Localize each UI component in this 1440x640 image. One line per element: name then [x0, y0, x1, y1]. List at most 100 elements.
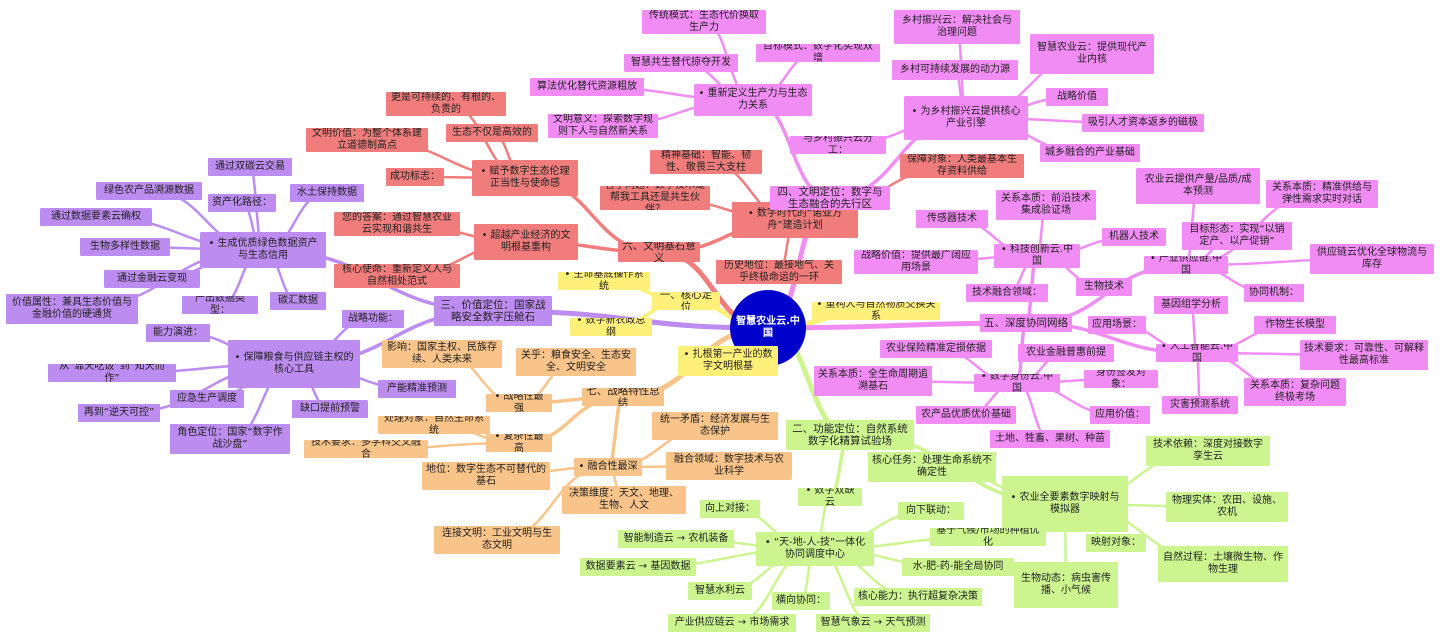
mindmap-node-m6a4[interactable]: 成功标志：	[386, 168, 444, 186]
mindmap-node-m4b6[interactable]: 城乡融合的产业基础	[1040, 144, 1140, 162]
mindmap-node-m2[interactable]: 二、功能定位：自然系统数字化精算试验场	[786, 420, 914, 450]
mindmap-node-m5a[interactable]: • 科技创新云.中国	[994, 244, 1080, 268]
mindmap-node-m4[interactable]: 四、文明定位：数字与生态融合的先行区	[770, 186, 890, 210]
mindmap-node-m5a4[interactable]: 战略价值：提供最广阔应用场景	[854, 250, 978, 274]
mindmap-node-m3a6[interactable]: 生物多样性数据	[80, 238, 170, 256]
mindmap-node-m4b2[interactable]: 智慧农业云：提供现代产业内核	[1030, 34, 1154, 74]
mindmap-node-m4a1[interactable]: 传统模式：生态代价换取生产力	[642, 10, 766, 34]
mindmap-node-m5a3[interactable]: 机器人技术	[1102, 228, 1166, 246]
mindmap-node-m5b4[interactable]: 供应链云优化全球物流与库存	[1310, 244, 1434, 274]
mindmap-node-m2c10[interactable]: 产业供应链云 → 市场需求	[668, 614, 796, 632]
mindmap-node-m5d6[interactable]: 应用价值：	[1090, 406, 1150, 424]
mindmap-node-m5d1[interactable]: 农业保险精准定损依据	[880, 340, 992, 358]
mindmap-node-m3b[interactable]: • 保障粮食与供应链主权的核心工具	[228, 340, 360, 388]
mindmap-node-m7b[interactable]: • 复杂性最高	[486, 434, 552, 452]
mindmap-node-c1c[interactable]: • 重构人与自然物质交换关系	[812, 302, 940, 320]
mindmap-node-m6c2[interactable]: 精神基础：智能、韧性、敬畏三大支柱	[650, 150, 762, 174]
mindmap-node-m3a5[interactable]: 通过数据要素云确权	[40, 208, 152, 226]
mindmap-node-m5a1[interactable]: 传感器技术	[916, 210, 988, 228]
mindmap-node-m6a3[interactable]: 文明价值：为整个体系建立道德制高点	[306, 128, 428, 152]
mindmap-node-m3b7[interactable]: 缺口提前预警	[292, 400, 368, 418]
mindmap-node-m6c1[interactable]: 哲学问题：数字技术是帮我工具还是共生伙伴？	[600, 186, 710, 210]
mindmap-node-m3a3[interactable]: 资产化路径：	[208, 194, 276, 212]
mindmap-node-m7c3[interactable]: 融合领域：数字技术与农业科学	[666, 452, 792, 480]
mindmap-node-m3a10[interactable]: 碳汇数据	[270, 292, 326, 310]
mindmap-node-m3b1[interactable]: 战略功能：	[342, 310, 404, 328]
mindmap-node-m3a7[interactable]: 通过金融云变现	[104, 270, 200, 288]
mindmap-node-m5c[interactable]: • 人工智能云.中国	[1156, 344, 1238, 362]
mindmap-node-m7[interactable]: 七、战略特性总结	[582, 388, 664, 406]
mindmap-node-m2c5[interactable]: 数据要素云 → 基因数据	[580, 558, 696, 576]
mindmap-node-m2c11[interactable]: 智慧气象云 → 天气预测	[816, 614, 930, 632]
mindmap-node-m7a2[interactable]: 关乎：粮食安全、生态安全、文明安全	[516, 348, 636, 376]
mindmap-node-m5d[interactable]: • 数字身份云.中国	[974, 374, 1060, 392]
mindmap-node-m6c3[interactable]: 历史地位：最接地气、关乎终极命运的一环	[716, 260, 842, 284]
mindmap-node-m6b2[interactable]: 核心使命：重新定义人与自然相处范式	[334, 264, 460, 288]
mindmap-node-m2c9[interactable]: 核心能力：执行超复杂决策	[854, 588, 982, 606]
mindmap-node-m2c2[interactable]: 向下联动：	[898, 502, 964, 520]
mindmap-node-m2b5[interactable]: 自然过程：土壤微生物、作物生理	[1158, 546, 1288, 582]
mindmap-node-m2c3[interactable]: 智能制造云 → 农机装备	[618, 530, 734, 548]
mindmap-node-m2c[interactable]: • “天-地-人-技”一体化协同调度中心	[756, 532, 874, 566]
mindmap-node-m4b4[interactable]: 战略价值	[1046, 88, 1108, 106]
mindmap-node-m6[interactable]: 六、文明基石意义	[618, 242, 700, 262]
mindmap-node-m5d2[interactable]: 农业金融普惠前提	[1018, 344, 1114, 362]
mindmap-node-m4a4[interactable]: 算法优化替代资源粗放	[530, 78, 644, 96]
mindmap-node-m2b6[interactable]: 生物动态：病虫害传播、小气候	[1014, 562, 1118, 608]
mindmap-node-m3b4[interactable]: 产能精准预测	[378, 380, 456, 398]
mindmap-node-m5d3[interactable]: 关系本质：全生命周期追溯基石	[814, 366, 932, 396]
mindmap-node-m4b3[interactable]: 乡村可持续发展的动力源	[892, 60, 1018, 80]
mindmap-node-m2b1[interactable]: 核心任务：处理生命系统不确定性	[868, 452, 996, 482]
mindmap-node-m7a[interactable]: • 战略性最强	[486, 394, 552, 412]
mindmap-node-m3b3[interactable]: 从“靠天吃饭”到“知天而作”	[48, 364, 176, 382]
mindmap-node-m3[interactable]: 三、价值定位：国家战略安全数字压舱石	[434, 296, 552, 326]
mindmap-node-m4b7[interactable]: 与乡村振兴云分工：	[790, 136, 886, 154]
mindmap-node-m5b3[interactable]: 目标形态：实现“以销定产、以产促销”	[1182, 222, 1292, 250]
mindmap-node-m4a5[interactable]: 文明意义：探索数字规则下人与自然新关系	[548, 114, 658, 138]
mindmap-node-m3b2[interactable]: 能力演进：	[146, 324, 210, 342]
mindmap-node-m6a1[interactable]: 更是可持续的、有根的、负责的	[386, 92, 506, 116]
mindmap-node-m7b2[interactable]: 技术要求：多学科交叉融合	[304, 440, 428, 458]
mindmap-node-m2c1[interactable]: 向上对接：	[700, 500, 760, 518]
mindmap-node-m6a[interactable]: • 赋予数字生态伦理正当性与使命感	[472, 160, 578, 196]
mindmap-node-c1b[interactable]: • 数字新农政总纲	[570, 318, 652, 336]
mindmap-node-m3a4[interactable]: 水土保持数据	[290, 184, 364, 202]
mindmap-node-m7c4[interactable]: 决策维度：天文、地理、生物、人文	[562, 486, 686, 514]
mindmap-node-c1a[interactable]: • 生命基底操作系统	[558, 272, 650, 290]
mindmap-node-m5a2[interactable]: 关系本质：前沿技术集成验证场	[996, 190, 1096, 220]
mindmap-node-m5c3[interactable]: 应用场景：	[1088, 316, 1146, 334]
mindmap-node-m6a2[interactable]: 生态不仅是高效的	[446, 124, 538, 142]
mindmap-node-m5c2[interactable]: 作物生长模型	[1254, 316, 1336, 334]
mindmap-node-m7a1[interactable]: 影响：国家主权、民族存续、人类未来	[382, 340, 502, 368]
mindmap-node-m2c8[interactable]: 横向协同：	[772, 592, 830, 610]
mindmap-node-m5a5[interactable]: 生物技术	[1076, 278, 1132, 296]
mindmap-node-m2c6[interactable]: 水-肥-药-能全局协同	[902, 558, 1014, 576]
mindmap-node-m4b1[interactable]: 乡村振兴云：解决社会与治理问题	[894, 10, 1020, 44]
mindmap-node-m5c6[interactable]: 灾害预测系统	[1162, 396, 1238, 414]
mindmap-node-m5c5[interactable]: 关系本质：复杂问题终极考场	[1244, 378, 1346, 406]
mindmap-node-m3a8[interactable]: 价值属性：兼具生态价值与金融价值的硬通货	[6, 294, 138, 324]
mindmap-node-m4a3[interactable]: 智慧共生替代掠夺开发	[624, 54, 738, 72]
mindmap-node-m3a[interactable]: • 生成优质绿色数据资产与生态信用	[200, 232, 326, 268]
mindmap-node-m7b1[interactable]: 处理对象：自然生命系统	[378, 416, 490, 434]
mindmap-node-m5d5[interactable]: 农产品优质优价基础	[916, 406, 1016, 424]
mindmap-node-m6b1[interactable]: 您的答案：通过智慧农业云实现和谐共生	[334, 212, 460, 236]
mindmap-node-m3b5[interactable]: 应急生产调度	[170, 390, 244, 408]
mindmap-node-m5b[interactable]: • 产业供应链.中国	[1144, 256, 1228, 274]
mindmap-node-c1[interactable]: 一、核心定位	[652, 292, 720, 310]
mindmap-node-m5c1[interactable]: 基因组学分析	[1154, 296, 1228, 314]
mindmap-node-m5b2[interactable]: 关系本质：精准供给与弹性需求实时对话	[1266, 180, 1378, 208]
mindmap-node-m3a9[interactable]: 产出数据类型：	[182, 296, 258, 314]
mindmap-node-m7c5[interactable]: 连接文明：工业文明与生态文明	[434, 526, 560, 554]
mindmap-node-m4a2[interactable]: 目标模式：数字化实现双增	[756, 44, 880, 62]
mindmap-node-m6c4[interactable]: 保障对象：人类最基本生存资料供给	[900, 154, 1024, 178]
mindmap-node-m5a6[interactable]: 技术融合领域：	[966, 284, 1048, 302]
mindmap-node-m6b[interactable]: • 超越产业经济的文明根基重构	[474, 224, 578, 260]
mindmap-node-m2a[interactable]: • 数字双缺云	[798, 488, 862, 506]
mindmap-node-m4b5[interactable]: 吸引人才资本返乡的磁极	[1082, 114, 1204, 132]
mindmap-node-m5[interactable]: 五、深度协同网络	[980, 314, 1072, 332]
mindmap-node-m4b[interactable]: • 为乡村振兴云提供核心产业引擎	[904, 96, 1028, 140]
mindmap-node-m2b[interactable]: • 农业全要素数字映射与模拟器	[1002, 476, 1128, 532]
mindmap-node-m3a2[interactable]: 绿色农产品溯源数据	[96, 182, 202, 200]
mindmap-node-m2b3[interactable]: 物理实体：农田、设施、农机	[1166, 492, 1288, 522]
